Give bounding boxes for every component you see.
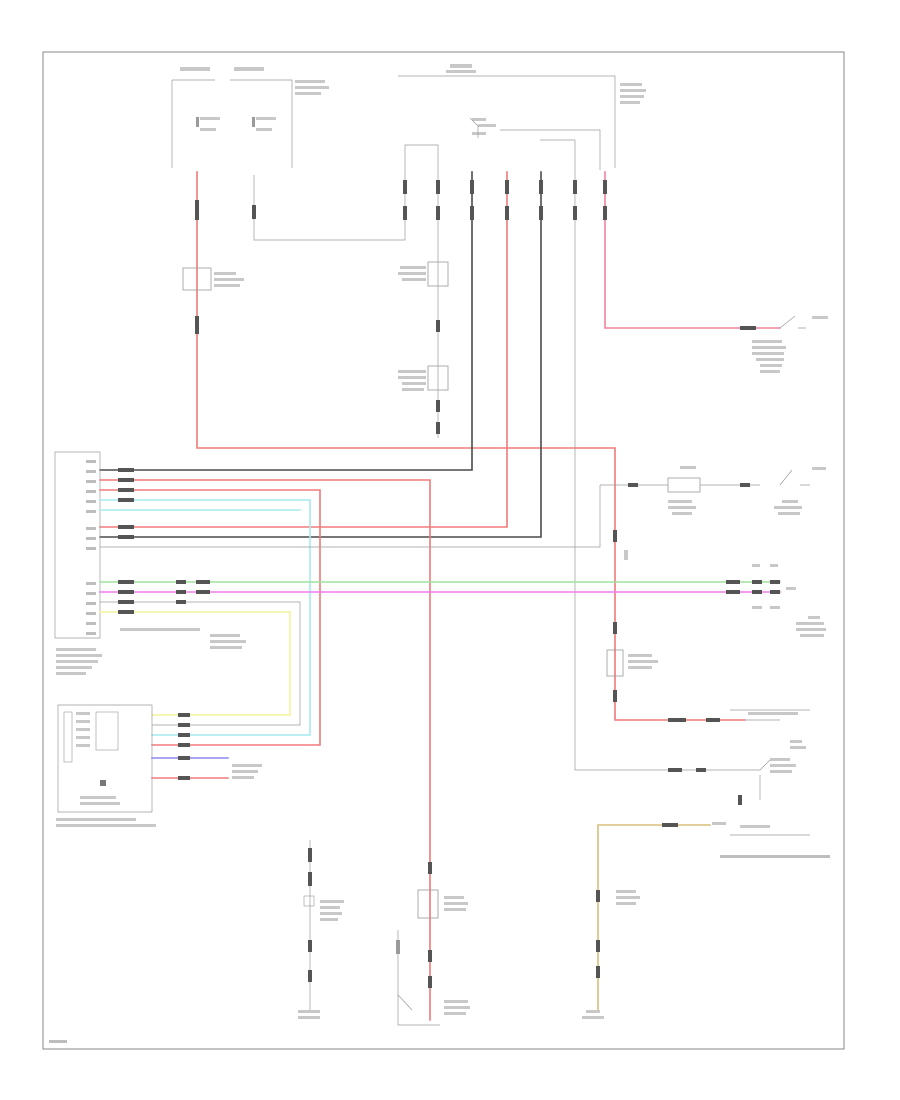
- relay-bottom-center: [396, 862, 470, 1026]
- wire-gray-long: [574, 140, 745, 771]
- combination-meter-assembly: [668, 709, 830, 858]
- wire-red-main: [196, 171, 746, 721]
- wire-red-ecu-2: [99, 489, 321, 746]
- switch-top-right: [740, 315, 828, 373]
- fuse-block-right: [398, 64, 646, 170]
- relay-left: [182, 267, 244, 291]
- wire-gray-ecu-2: [100, 601, 301, 726]
- wire-black-1: [99, 171, 473, 471]
- ecu-module-lower: [56, 704, 156, 827]
- wire-pink-right: [604, 171, 781, 329]
- ecu-module-left: [54, 451, 102, 675]
- wire-gray-ecu: [100, 485, 601, 548]
- wire-red-ecu-1: [99, 479, 431, 1021]
- wire-black-2: [99, 171, 542, 538]
- junction-connector-lower: [398, 365, 449, 391]
- wire-olive: [597, 824, 711, 1011]
- wire-gray-top: [253, 144, 439, 438]
- wire-cyan: [99, 499, 311, 736]
- wire-red-2: [99, 171, 508, 528]
- relay-mid-right: [606, 530, 658, 702]
- fuse-block-left: [171, 67, 329, 168]
- wire-yellow: [99, 611, 291, 716]
- connector-right-mid: [752, 564, 826, 637]
- diagram-frame: [42, 51, 845, 1050]
- junction-bottom-left: [298, 840, 344, 1019]
- footer-code: [49, 1040, 67, 1043]
- junction-connector-upper: [398, 261, 449, 287]
- switch-pair-mid: [600, 466, 826, 515]
